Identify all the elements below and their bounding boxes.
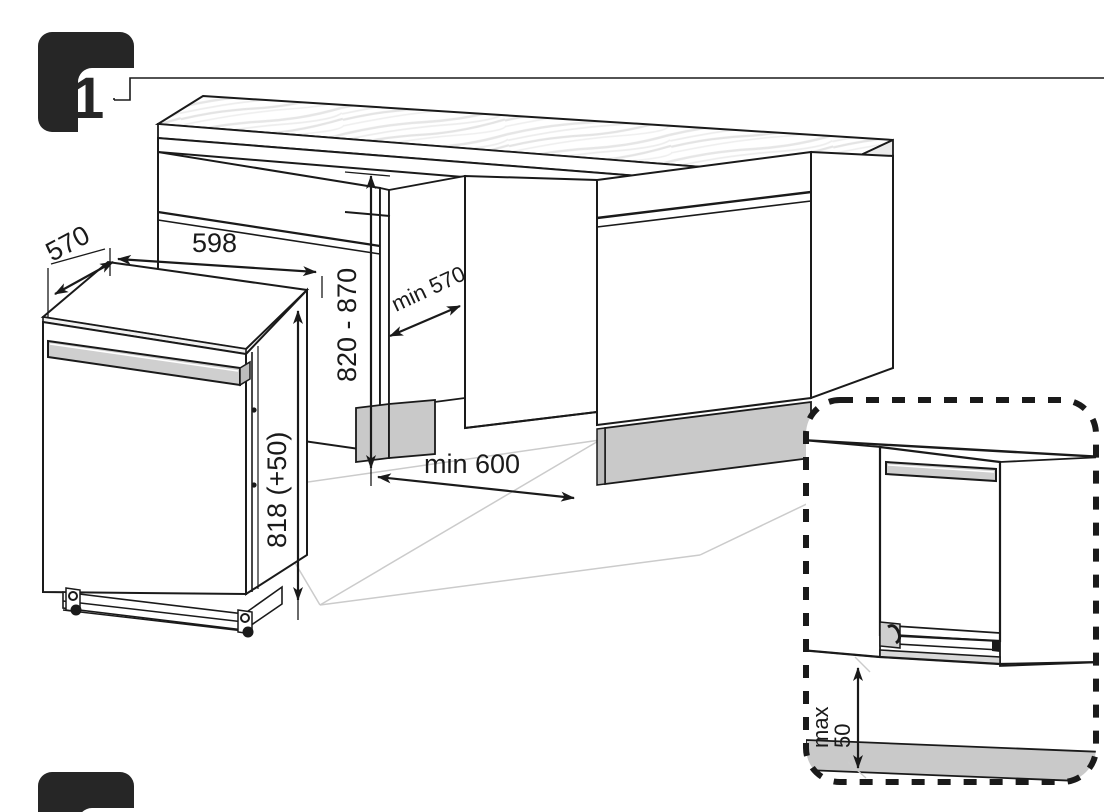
dim-570-line — [54, 261, 114, 295]
dimension-appliance-width: 598 — [109, 228, 323, 298]
dishwasher-side-fixing-upper — [251, 407, 257, 413]
dim-max50-label-max: max — [808, 706, 833, 748]
right-cabinet-side — [810, 150, 894, 400]
step-1-frame-line — [114, 77, 1104, 101]
inset-left-cabinet-face — [806, 439, 881, 658]
dim-min600-line — [377, 473, 575, 502]
dim-818-label: 818 (+50) — [262, 432, 292, 548]
adjustable-foot-left-pad — [70, 604, 82, 616]
step-1-marker: 1 — [38, 32, 1104, 132]
dishwasher-handle-end-cap — [239, 360, 251, 387]
inset-plinth-top-line — [806, 648, 1096, 666]
step-1-corner-bracket — [38, 32, 134, 132]
inset-foot-right-pad — [992, 640, 1000, 652]
floor-line-c — [319, 554, 701, 606]
left-cabinet-drawer-gap-upper — [157, 210, 381, 248]
dim-570-ext-upper — [50, 248, 106, 265]
dim-820-ext-top — [344, 171, 391, 177]
floor-line-b — [319, 439, 601, 606]
step-2-marker: 2 — [38, 772, 134, 812]
dishwasher-base-rail-2 — [62, 600, 245, 623]
adjustable-foot-right — [237, 609, 254, 638]
adjustable-foot-right-screw — [240, 613, 250, 623]
plinth-left-face — [388, 399, 436, 459]
adjustable-foot-right-pad — [242, 626, 254, 638]
niche-interior-panel — [464, 174, 598, 430]
dishwasher-side-fixing-lower — [251, 482, 257, 488]
dimension-appliance-height: 818 (+50) — [262, 310, 303, 620]
dim-max50-label-50: 50 — [830, 724, 855, 748]
floor-line-f — [699, 499, 816, 556]
right-cabinet-front — [596, 150, 812, 427]
dim-598-label: 598 — [192, 228, 237, 258]
plinth-right-return — [596, 427, 606, 486]
inset-right-cabinet-face — [999, 456, 1096, 667]
dim-min600-label: min 600 — [424, 449, 520, 479]
inset-cabinet-top-line — [806, 438, 1096, 459]
inset-guide-upper — [854, 656, 871, 673]
dimension-niche-width: min 600 — [377, 449, 575, 502]
plinth-left — [355, 399, 436, 464]
right-cabinet-drawer-gap-upper — [596, 190, 812, 220]
step-1-number: 1 — [72, 66, 104, 131]
floor-line-a — [251, 439, 601, 491]
dishwasher-base-rail-3 — [62, 609, 245, 632]
detail-inset-border — [803, 397, 1099, 785]
right-cabinet-drawer-gap-lower — [596, 200, 812, 228]
dishwasher-right-side — [245, 287, 308, 596]
inset-guide-lower — [847, 761, 867, 779]
dishwasher-handle-highlight — [49, 343, 239, 372]
detail-inset: max 50 — [803, 397, 1099, 785]
inset-plinth-grey-band — [806, 739, 1096, 782]
left-cabinet-drawer-gap-lower — [157, 219, 381, 255]
dim-598-line — [117, 254, 317, 277]
niche-step-edge — [464, 398, 598, 430]
adjustable-foot-left — [65, 587, 82, 616]
plinth-right — [596, 400, 812, 486]
dimension-niche-height: 820 - 870 — [332, 171, 391, 486]
inset-foot-left-screw — [887, 624, 902, 645]
inset-handle-highlight — [887, 464, 995, 473]
step-2-corner-bracket — [38, 772, 134, 812]
dim-min570-line — [389, 304, 461, 338]
detail-inset-content: max 50 — [806, 400, 1096, 782]
dim-820-label: 820 - 870 — [332, 268, 362, 382]
step-2-number: 2 — [72, 806, 104, 812]
plinth-left-return — [355, 402, 390, 464]
adjustable-foot-left-screw — [68, 591, 78, 601]
right-cabinet — [596, 150, 894, 427]
